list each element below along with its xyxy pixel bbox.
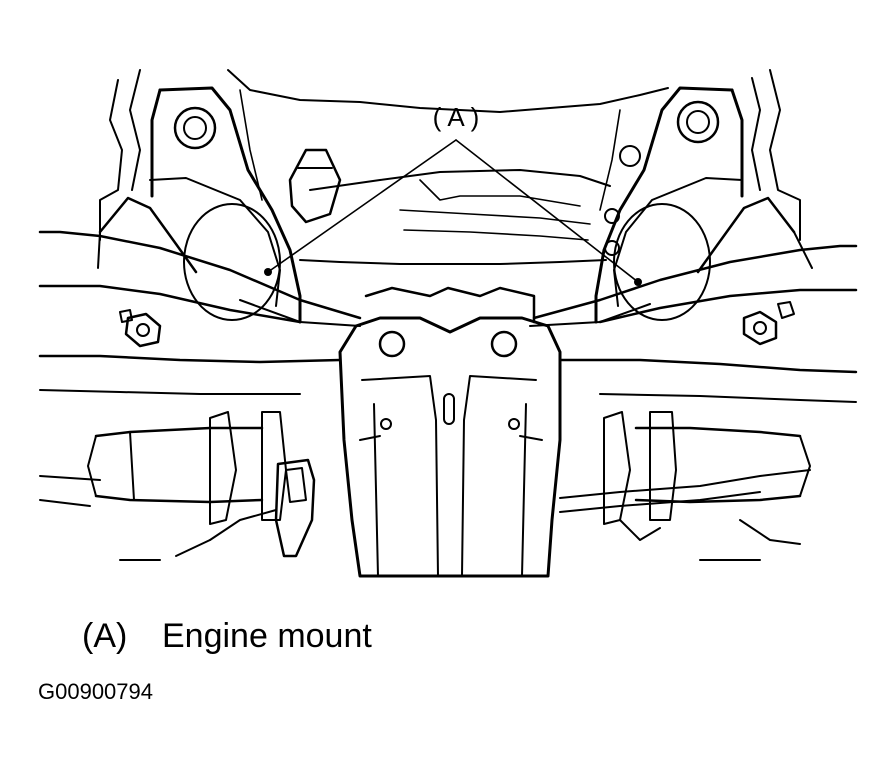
legend-label: Engine mount bbox=[162, 617, 372, 655]
legend-key: (A) bbox=[82, 617, 128, 655]
drive-shaft-right bbox=[603, 411, 811, 525]
figure-code: G00900794 bbox=[38, 679, 153, 704]
legend-item-engine-mount: (A) Engine mount bbox=[82, 612, 372, 660]
crossmember-bolt-right bbox=[742, 301, 795, 346]
callout-label-a: (A) bbox=[433, 102, 480, 132]
crossmember-bolt-left bbox=[119, 309, 162, 348]
sensor-connector bbox=[175, 458, 316, 558]
oil-filter bbox=[288, 148, 342, 224]
callout-leaders bbox=[267, 139, 639, 283]
drive-shaft-left bbox=[87, 411, 287, 525]
front-crossmember bbox=[38, 230, 858, 403]
center-bracket bbox=[338, 286, 562, 578]
lower-hoses bbox=[39, 469, 811, 561]
engine-block bbox=[99, 69, 801, 265]
engine-mount-illustration: (A) bbox=[38, 69, 858, 578]
engine-mount-right bbox=[594, 86, 813, 324]
